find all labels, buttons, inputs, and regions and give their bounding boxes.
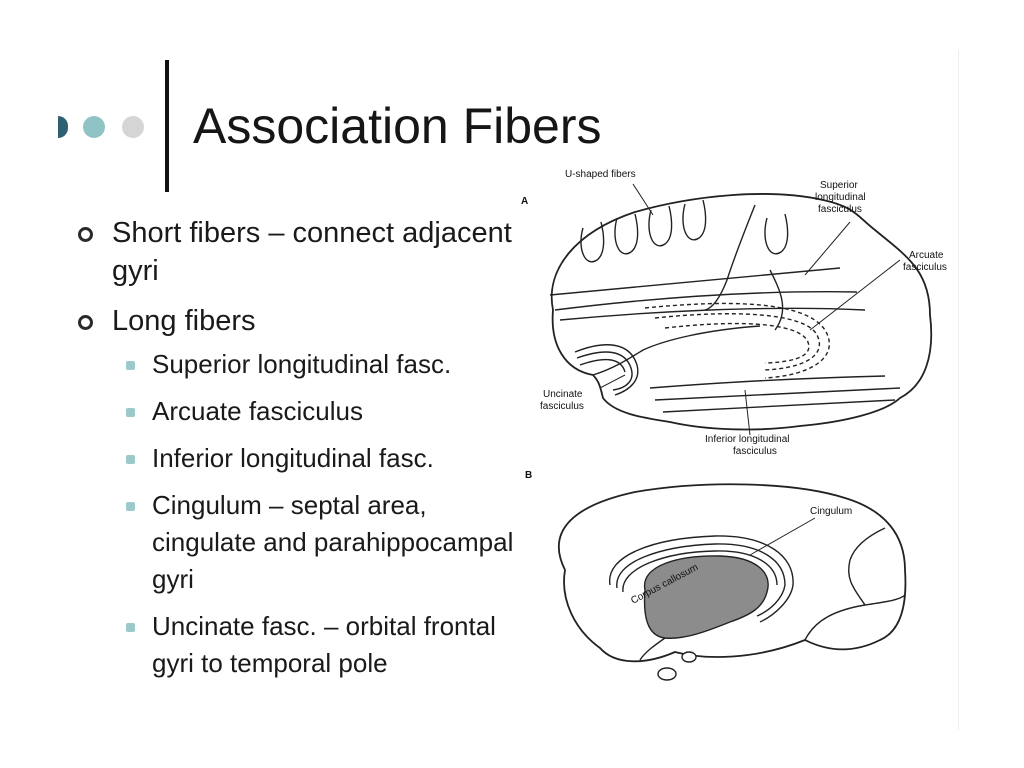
dot-dark-icon bbox=[58, 116, 68, 138]
ring-bullet-icon bbox=[78, 227, 93, 242]
label-arcuate-2: fasciculus bbox=[903, 262, 947, 273]
panel-b-pituitary bbox=[657, 667, 677, 681]
panel-b-fornix bbox=[639, 637, 666, 661]
dot-teal-icon bbox=[83, 116, 105, 138]
bullet-long-fibers: Long fibers Superior longitudinal fasc. … bbox=[72, 302, 532, 682]
sub-bullet-inferior: Inferior longitudinal fasc. bbox=[112, 440, 532, 477]
panel-b-sulcus bbox=[848, 527, 886, 606]
panel-b-leader-line bbox=[749, 517, 816, 556]
sub-bullet-cingulum: Cingulum – septal area, cingulate and pa… bbox=[112, 487, 532, 598]
bullet-text: Long fibers bbox=[112, 305, 256, 337]
panel-a-superior-fasciculus bbox=[549, 267, 866, 321]
panel-a-inferior-fasciculus bbox=[649, 375, 901, 413]
sub-bullet-superior: Superior longitudinal fasc. bbox=[112, 346, 532, 383]
slide-edge-line bbox=[958, 50, 959, 730]
panel-b-cingulum bbox=[609, 535, 794, 623]
label-inferior-1: Inferior longitudinal bbox=[705, 434, 790, 445]
label-cingulum: Cingulum bbox=[810, 506, 852, 517]
decorative-dots bbox=[58, 116, 158, 138]
bullet-short-fibers: Short fibers – connect adjacent gyri bbox=[72, 214, 532, 290]
panel-b-brain-outline bbox=[557, 483, 907, 663]
panel-a-uncinate-fasciculus bbox=[574, 344, 639, 396]
brain-figure: A bbox=[505, 160, 960, 725]
panel-b-corpus-callosum bbox=[643, 555, 769, 639]
label-inferior-2: fasciculus bbox=[733, 446, 777, 457]
panel-a-letter: A bbox=[521, 196, 528, 207]
sub-bullet-text: Inferior longitudinal fasc. bbox=[152, 443, 434, 473]
square-bullet-icon bbox=[126, 623, 135, 632]
panel-a-brain-outline bbox=[550, 193, 933, 431]
title-divider bbox=[165, 60, 169, 192]
panel-a-sylvian-fissure bbox=[592, 325, 761, 376]
panel-a-labels: U-shaped fibers Superior longitudinal fa… bbox=[540, 169, 947, 457]
label-u-shaped-fibers: U-shaped fibers bbox=[565, 169, 636, 180]
brain-diagram-svg: A bbox=[521, 169, 947, 681]
label-arcuate-1: Arcuate bbox=[909, 250, 944, 261]
sub-bullet-text: Uncinate fasc. – orbital frontal gyri to… bbox=[152, 611, 496, 678]
panel-a-leader-lines bbox=[599, 183, 901, 436]
slide-title: Association Fibers bbox=[193, 98, 602, 154]
panel-a-central-sulcus bbox=[704, 204, 756, 311]
square-bullet-icon bbox=[126, 408, 135, 417]
label-superior-3: fasciculus bbox=[818, 204, 862, 215]
panel-b-mammillary bbox=[681, 651, 697, 663]
bullet-text: Short fibers – connect adjacent gyri bbox=[112, 217, 512, 287]
label-uncinate-2: fasciculus bbox=[540, 401, 584, 412]
sub-bullet-text: Cingulum – septal area, cingulate and pa… bbox=[152, 490, 514, 594]
square-bullet-icon bbox=[126, 455, 135, 464]
sub-bullet-list: Superior longitudinal fasc. Arcuate fasc… bbox=[112, 346, 532, 682]
square-bullet-icon bbox=[126, 502, 135, 511]
bullet-list: Short fibers – connect adjacent gyri Lon… bbox=[72, 214, 532, 694]
square-bullet-icon bbox=[126, 361, 135, 370]
panel-a-u-fibers bbox=[580, 199, 789, 263]
sub-bullet-text: Superior longitudinal fasc. bbox=[152, 349, 452, 379]
sub-bullet-text: Arcuate fasciculus bbox=[152, 396, 363, 426]
panel-b-letter: B bbox=[525, 470, 532, 481]
panel-a-sulcus-2 bbox=[769, 269, 784, 331]
dot-grey-icon bbox=[122, 116, 144, 138]
panel-a-arcuate-fasciculus bbox=[644, 302, 831, 379]
sub-bullet-uncinate: Uncinate fasc. – orbital frontal gyri to… bbox=[112, 608, 532, 682]
label-uncinate-1: Uncinate bbox=[543, 389, 583, 400]
sub-bullet-arcuate: Arcuate fasciculus bbox=[112, 393, 532, 430]
ring-bullet-icon bbox=[78, 315, 93, 330]
label-superior-1: Superior bbox=[820, 180, 858, 191]
label-superior-2: longitudinal bbox=[815, 192, 866, 203]
